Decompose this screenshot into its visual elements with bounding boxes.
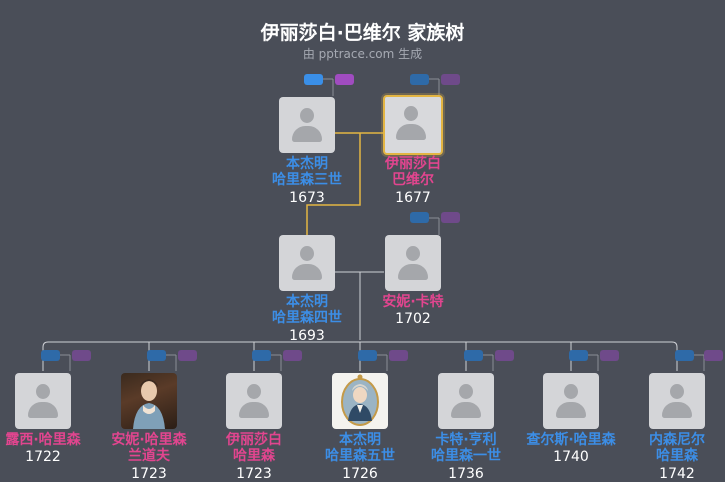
person-name[interactable]: 内森尼尔哈里森 bbox=[649, 432, 705, 464]
page-subtitle: 由 pptrace.com 生成 bbox=[302, 47, 423, 61]
person-name[interactable]: 安妮·卡特 bbox=[382, 294, 444, 310]
person-year: 1723 bbox=[131, 466, 167, 482]
person-name[interactable]: 卡特·亨利哈里森一世 bbox=[431, 432, 501, 464]
person-photo-portrait-woman[interactable] bbox=[121, 373, 177, 429]
person-avatar[interactable] bbox=[649, 373, 705, 429]
page-title: 伊丽莎白·巴维尔 家族树 bbox=[260, 22, 465, 44]
portrait-man-icon bbox=[341, 374, 379, 426]
expand-parents-button[interactable] bbox=[147, 350, 166, 361]
expand-spouse-button[interactable] bbox=[335, 74, 354, 85]
person-avatar[interactable] bbox=[226, 373, 282, 429]
person-silhouette-icon bbox=[36, 384, 50, 399]
expand-parents-button[interactable] bbox=[358, 350, 377, 361]
person-year: 1673 bbox=[289, 190, 325, 206]
person-year: 1723 bbox=[236, 466, 272, 482]
person-year: 1677 bbox=[395, 190, 431, 206]
person-name[interactable]: 本杰明哈里森四世 bbox=[272, 294, 342, 326]
person-name[interactable]: 伊丽莎白哈里森 bbox=[226, 432, 282, 464]
person-year: 1726 bbox=[342, 466, 378, 482]
expand-parents-button[interactable] bbox=[464, 350, 483, 361]
expand-spouse-button[interactable] bbox=[495, 350, 514, 361]
person-avatar[interactable] bbox=[279, 97, 335, 153]
expand-parents-button[interactable] bbox=[410, 212, 429, 223]
person-name[interactable]: 安妮·哈里森兰道夫 bbox=[111, 432, 187, 464]
person-name[interactable]: 本杰明哈里森三世 bbox=[272, 156, 342, 188]
person-year: 1722 bbox=[25, 449, 61, 465]
person-avatar[interactable] bbox=[385, 235, 441, 291]
person-silhouette-icon bbox=[300, 246, 314, 261]
person-avatar-selected[interactable] bbox=[383, 95, 443, 155]
expand-spouse-button[interactable] bbox=[600, 350, 619, 361]
expand-spouse-button[interactable] bbox=[283, 350, 302, 361]
expand-parents-button[interactable] bbox=[569, 350, 588, 361]
person-name[interactable]: 本杰明哈里森五世 bbox=[325, 432, 395, 464]
person-silhouette-icon bbox=[670, 384, 684, 399]
person-year: 1742 bbox=[659, 466, 695, 482]
person-year: 1693 bbox=[289, 328, 325, 344]
descent-connector-gen1 bbox=[306, 133, 361, 235]
person-avatar[interactable] bbox=[15, 373, 71, 429]
person-year: 1736 bbox=[448, 466, 484, 482]
person-name[interactable]: 露西·哈里森 bbox=[5, 432, 81, 448]
expand-spouse-button[interactable] bbox=[178, 350, 197, 361]
person-silhouette-icon bbox=[404, 106, 418, 121]
person-avatar[interactable] bbox=[279, 235, 335, 291]
person-avatar[interactable] bbox=[438, 373, 494, 429]
expand-parents-button[interactable] bbox=[252, 350, 271, 361]
person-silhouette-icon bbox=[247, 384, 261, 399]
person-photo-portrait-man[interactable] bbox=[332, 373, 388, 429]
portrait-woman-icon bbox=[133, 379, 165, 429]
expand-parents-button[interactable] bbox=[41, 350, 60, 361]
person-silhouette-icon bbox=[406, 246, 420, 261]
person-avatar[interactable] bbox=[543, 373, 599, 429]
expand-spouse-button[interactable] bbox=[72, 350, 91, 361]
expand-spouse-button[interactable] bbox=[441, 74, 460, 85]
expand-spouse-button[interactable] bbox=[389, 350, 408, 361]
expand-spouse-button[interactable] bbox=[704, 350, 723, 361]
person-name[interactable]: 伊丽莎白巴维尔 bbox=[385, 156, 441, 188]
person-silhouette-icon bbox=[564, 384, 578, 399]
expand-parents-button[interactable] bbox=[304, 74, 323, 85]
person-year: 1702 bbox=[395, 311, 431, 327]
expand-spouse-button[interactable] bbox=[441, 212, 460, 223]
person-silhouette-icon bbox=[300, 108, 314, 123]
person-year: 1740 bbox=[553, 449, 589, 465]
expand-parents-button[interactable] bbox=[675, 350, 694, 361]
expand-parents-button[interactable] bbox=[410, 74, 429, 85]
person-name[interactable]: 查尔斯·哈里森 bbox=[526, 432, 616, 448]
person-silhouette-icon bbox=[459, 384, 473, 399]
